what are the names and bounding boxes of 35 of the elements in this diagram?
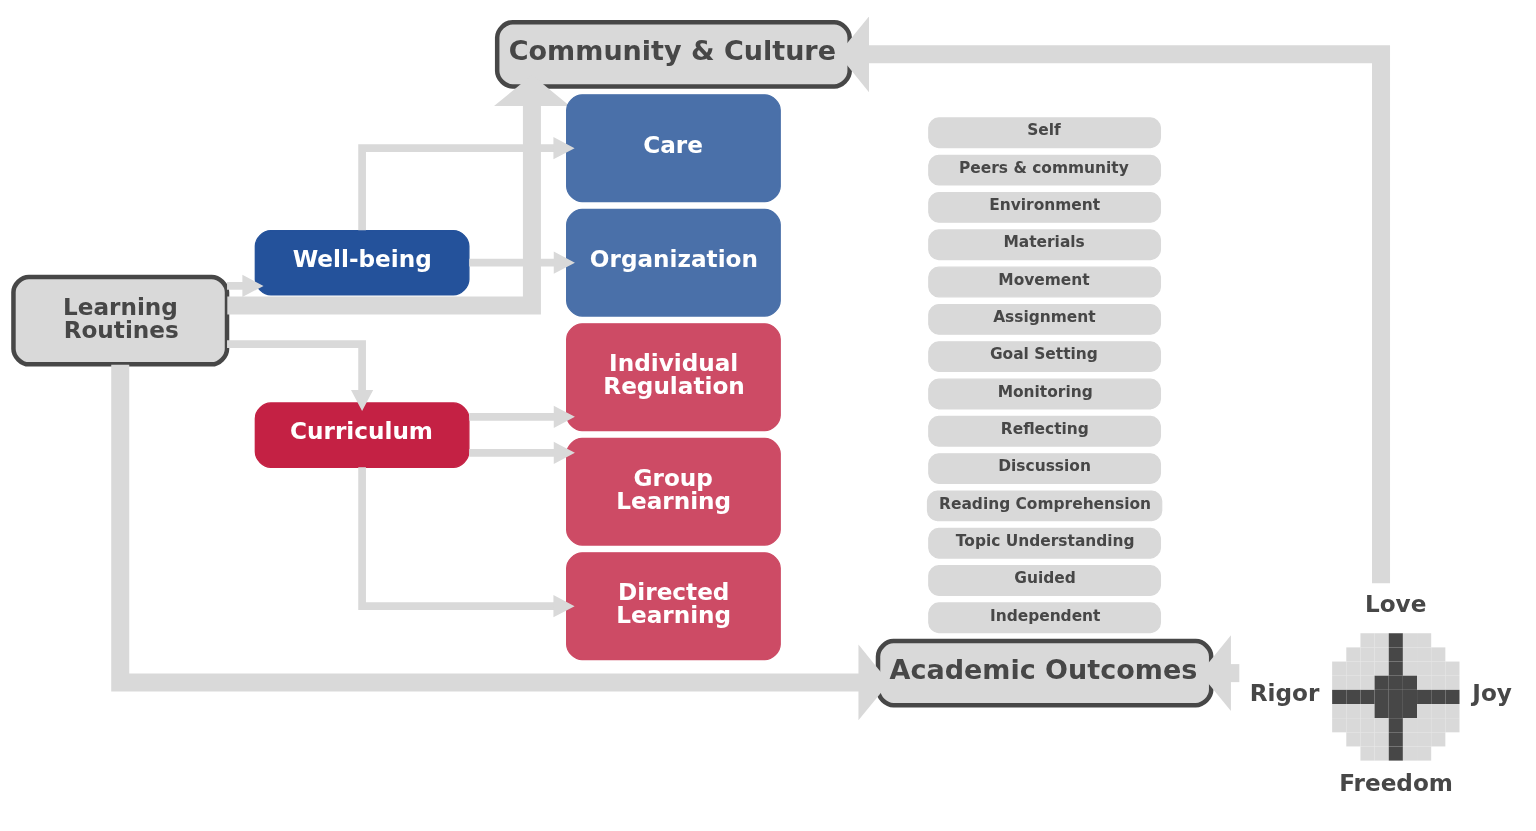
arrow [469,441,575,464]
node-box: Environment [928,191,1162,223]
arrow [227,340,374,412]
node-box: Peers & community [928,154,1162,186]
node-label: Love [1364,590,1427,617]
node-box: Materials [928,229,1162,261]
node-label: Freedom [1339,769,1453,796]
node-box: Guided [928,565,1162,596]
arrow [227,274,264,297]
node-box: Well-being [254,229,470,296]
node-box: Directed Learning [566,552,781,661]
arrow [358,467,575,618]
node-box: Independent [928,602,1162,634]
node-label: Joy [1472,680,1512,707]
node-box: Individual Regulation [566,323,781,432]
arrow [469,251,575,274]
node-box: Learning Routines [11,274,230,367]
node-box: Movement [928,266,1162,298]
node-box: Community & Culture [494,19,852,89]
node-box: Discussion [928,453,1162,484]
arrow [358,137,575,231]
node-box: Organization [566,208,781,317]
node-box: Reading Comprehension [926,490,1163,522]
node-box: Group Learning [566,437,781,546]
node-box: Self [928,117,1162,149]
arrow [469,405,575,428]
node-box: Goal Setting [928,341,1162,373]
node-box: Care [566,94,781,203]
node-box: Topic Understanding [928,527,1162,559]
node-box: Assignment [928,303,1162,335]
node-box: Reflecting [928,415,1162,447]
node-box: Academic Outcomes [875,638,1214,708]
node-box: Monitoring [928,378,1162,410]
node-label: Rigor [1249,680,1320,707]
node-box: Curriculum [254,402,470,468]
